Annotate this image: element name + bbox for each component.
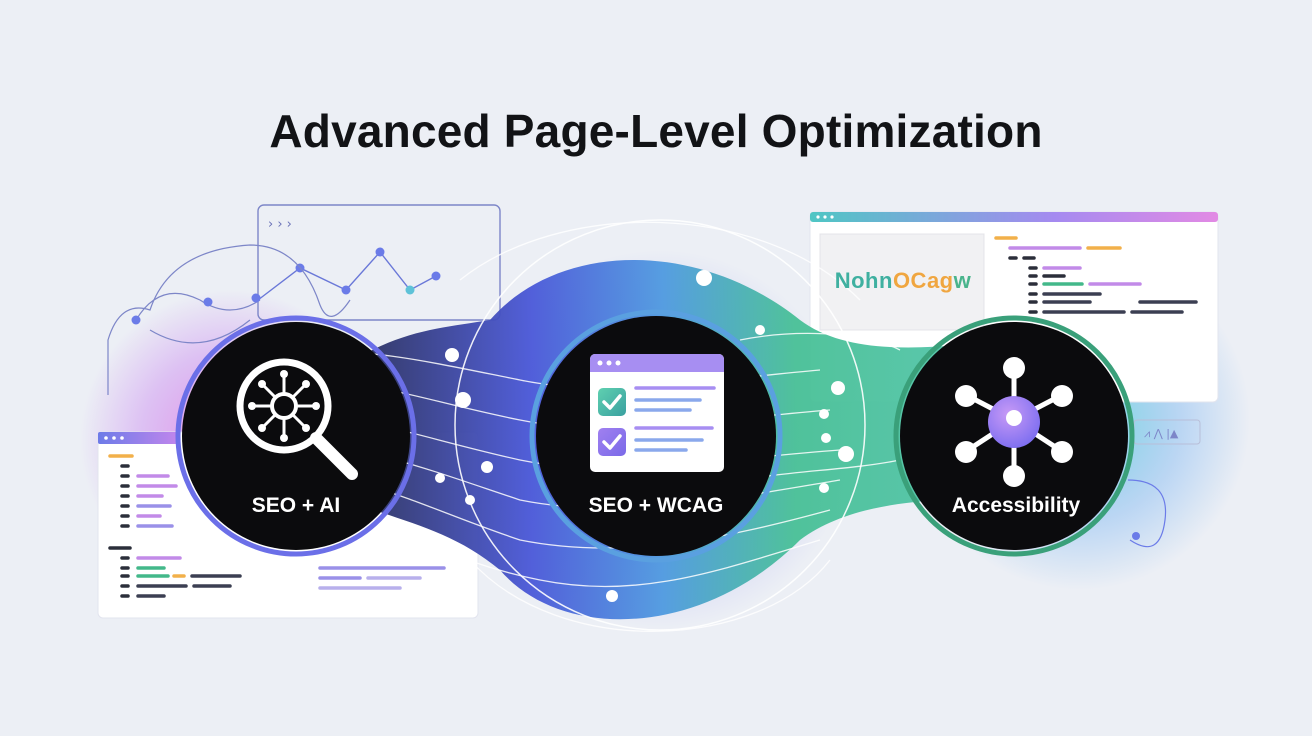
right-window-controls: ⩘ ⋀ |▲	[1144, 427, 1179, 440]
chart-window-controls: › › ›	[268, 217, 292, 232]
right-small-window: ⩘ ⋀ |▲	[1127, 419, 1201, 548]
line-chart-window: › › ›	[107, 204, 501, 395]
node-label-seo-ai: SEO + AI	[251, 494, 341, 517]
preview-panel	[819, 233, 985, 331]
brand-word-part-1: Nohn	[834, 268, 893, 293]
page-title: Advanced Page-Level Optimization	[269, 105, 1043, 157]
node-label-accessibility: Accessibility	[951, 494, 1081, 517]
node-accessibility	[893, 315, 1135, 557]
hub-network-icon	[955, 357, 1073, 487]
brand-word-part-2: OCag	[892, 268, 954, 293]
checklist-window-icon	[590, 354, 724, 472]
chart-line	[257, 250, 437, 301]
magnifier-network-icon	[236, 358, 358, 480]
node-label-seo-wcag: SEO + WCAG	[588, 494, 724, 517]
preview-brand-word: NohnOCagw	[820, 268, 986, 294]
brand-word-part-3: w	[953, 268, 972, 293]
node-seo-ai	[175, 315, 417, 557]
node-seo-wcag	[529, 309, 783, 563]
